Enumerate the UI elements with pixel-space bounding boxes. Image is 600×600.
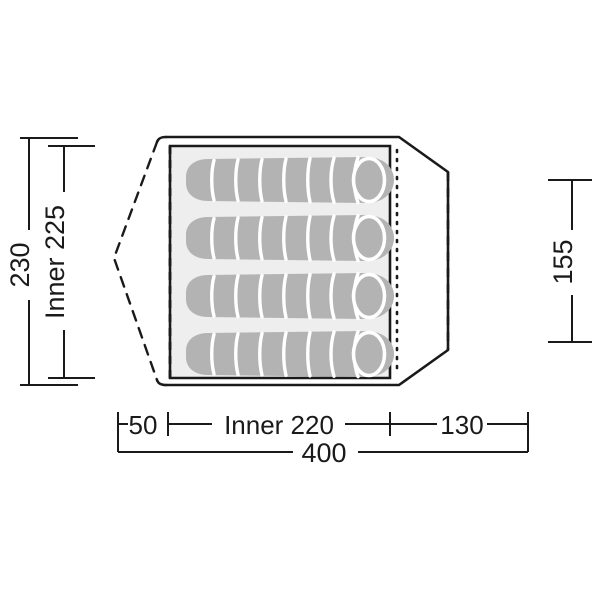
dimension-left-outer (20, 137, 78, 386)
dimension-label-left-inner: Inner 225 (40, 205, 70, 319)
sleeping-bag-1 (184, 155, 396, 205)
dimension-label-total: 400 (301, 438, 346, 468)
shell-corner-top-left (155, 135, 168, 144)
dimension-left-inner (48, 145, 95, 379)
dimension-label-segment-2: Inner 220 (224, 410, 334, 440)
sleeping-bag-2 (184, 213, 396, 263)
dimension-label-left-outer: 230 (5, 242, 35, 287)
dimension-bottom-segments (117, 412, 529, 452)
dimension-label-right-outer: 155 (548, 239, 578, 284)
dimension-label-segment-1: 50 (129, 410, 158, 440)
left-porch-outline (112, 140, 159, 382)
sleeping-bag-4 (184, 329, 396, 379)
dimension-label-segment-3: 130 (440, 410, 483, 440)
shell-corner-bottom-left (155, 378, 168, 387)
dimension-right-outer (548, 179, 592, 343)
sleeping-bag-3 (184, 271, 396, 321)
